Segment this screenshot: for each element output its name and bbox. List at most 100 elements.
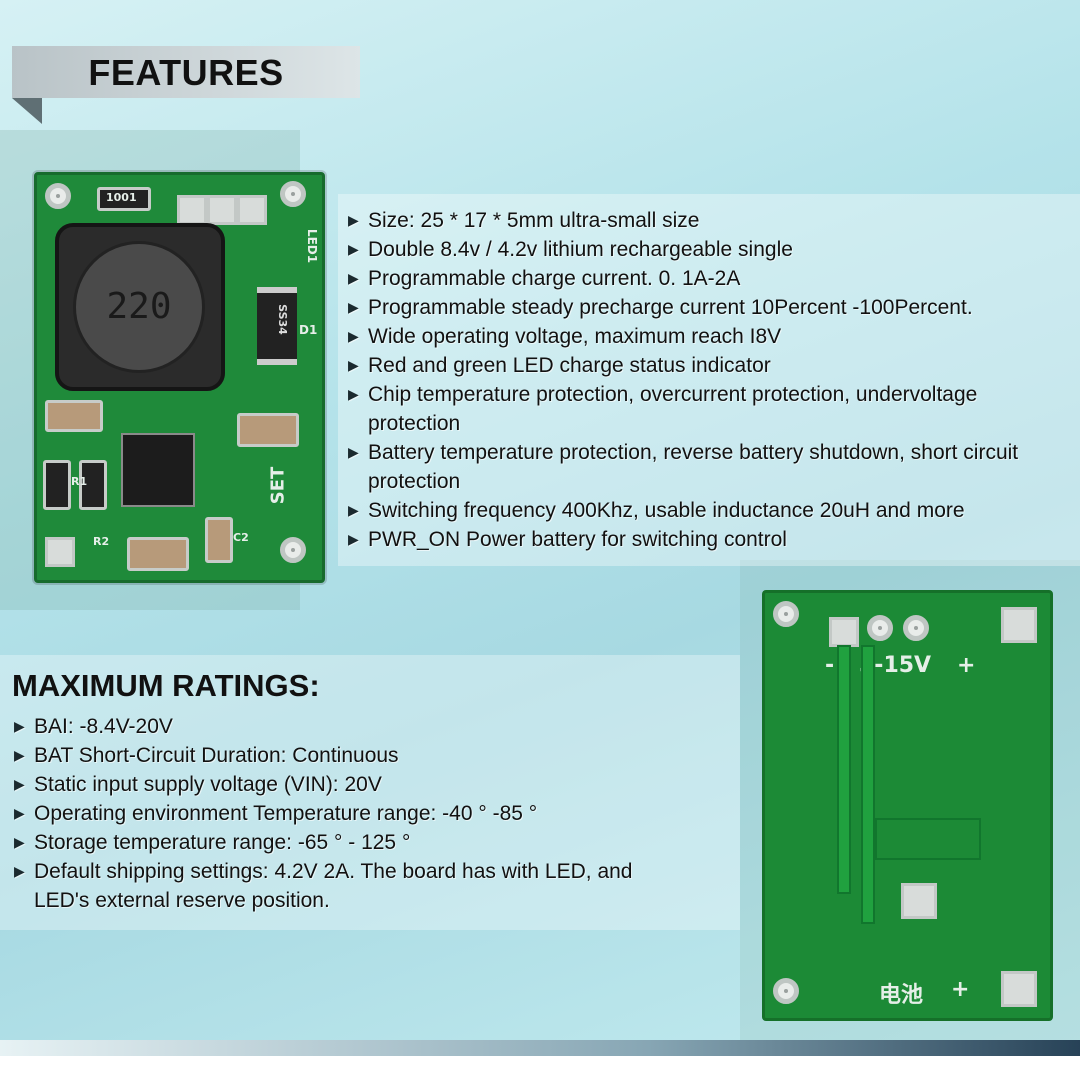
feature-item: ▶ Wide operating voltage, maximum reach I…: [346, 322, 1076, 351]
inductor-core: 220: [73, 241, 205, 373]
inductor-marking: 220: [106, 286, 172, 327]
rating-text: Static input supply voltage (VIN): 20V: [34, 773, 382, 796]
mounting-hole: [280, 181, 306, 207]
feature-item: ▶ Battery temperature protection, reverse…: [346, 438, 1028, 496]
smd-capacitor: [127, 537, 189, 571]
features-banner: FEATURES: [12, 46, 360, 98]
triangle-right-icon: ▶: [348, 299, 359, 315]
battery-label: 电池: [879, 983, 924, 1008]
feature-item: ▶ Chip temperature protection, overcurren…: [346, 380, 978, 438]
triangle-right-icon: ▶: [14, 718, 25, 734]
banner-fold: [12, 98, 42, 124]
feature-text: PWR_ON Power battery for switching contr…: [368, 528, 787, 551]
solder-pad: [1001, 971, 1037, 1007]
feature-text: Switching frequency 400Khz, usable induc…: [368, 499, 965, 522]
triangle-right-icon: ▶: [14, 834, 25, 850]
rating-text: BAT Short-Circuit Duration: Continuous: [34, 744, 399, 767]
feature-item: ▶ Red and green LED charge status indicat…: [346, 351, 1076, 380]
silk-r1: R1: [71, 475, 88, 488]
silk-led1: LED1: [305, 228, 320, 264]
mounting-hole: [280, 537, 306, 563]
feature-text: Chip temperature protection, overcurrent…: [368, 383, 978, 435]
mounting-hole: [773, 978, 799, 1004]
triangle-right-icon: ▶: [348, 270, 359, 286]
footer-strip: [0, 1056, 1080, 1080]
through-hole: [867, 615, 893, 641]
ratings-heading: MAXIMUM RATINGS:: [12, 668, 320, 703]
silk-set: SET: [267, 466, 289, 505]
diode-marking: SS34: [275, 304, 289, 335]
rating-text: BAI: -8.4V-20V: [34, 715, 173, 738]
pcb-back-image: - 5-15V + 电池 +: [762, 590, 1053, 1021]
solder-pad: [177, 195, 207, 225]
rating-text: Operating environment Temperature range:…: [34, 802, 538, 825]
feature-item: ▶ Programmable steady precharge current 1…: [346, 293, 1076, 322]
pcb-front-image: 1001 220 SS34 LED1 D1 R1 R2 C2 SET: [34, 172, 325, 583]
triangle-right-icon: ▶: [348, 386, 359, 402]
rating-item: ▶ Operating environment Temperature range…: [12, 799, 712, 828]
pcb-trace: [837, 645, 851, 894]
feature-item: ▶ Double 8.4v / 4.2v lithium rechargeable…: [346, 235, 1076, 264]
minus-label: -: [825, 653, 835, 678]
features-list: ▶ Size: 25 * 17 * 5mm ultra-small size ▶ D…: [346, 206, 1076, 554]
rating-text: Storage temperature range: -65 ° - 125 °: [34, 831, 411, 854]
triangle-right-icon: ▶: [348, 357, 359, 373]
feature-item: ▶ PWR_ON Power battery for switching cont…: [346, 525, 1076, 554]
triangle-right-icon: ▶: [14, 863, 25, 879]
footer-band: [0, 1040, 1080, 1056]
smd-capacitor: [205, 517, 233, 563]
feature-item: ▶ Switching frequency 400Khz, usable indu…: [346, 496, 1076, 525]
pcb-trace: [861, 645, 875, 924]
triangle-right-icon: ▶: [14, 805, 25, 821]
triangle-right-icon: ▶: [348, 241, 359, 257]
solder-pad: [901, 883, 937, 919]
battery-plus-label: +: [951, 977, 970, 1002]
pcb-trace: [875, 818, 981, 860]
feature-text: Double 8.4v / 4.2v lithium rechargeable …: [368, 238, 793, 261]
triangle-right-icon: ▶: [14, 776, 25, 792]
diode: SS34: [257, 287, 297, 365]
through-hole: [903, 615, 929, 641]
triangle-right-icon: ▶: [348, 531, 359, 547]
triangle-right-icon: ▶: [348, 328, 359, 344]
plus-label: +: [957, 653, 976, 678]
rating-item: ▶ Static input supply voltage (VIN): 20V: [12, 770, 712, 799]
mounting-hole: [45, 183, 71, 209]
triangle-right-icon: ▶: [348, 212, 359, 228]
mounting-hole: [773, 601, 799, 627]
rating-item: ▶ Storage temperature range: -65 ° - 125 …: [12, 828, 712, 857]
smd-resistor: 1001: [97, 187, 151, 211]
feature-item: ▶ Size: 25 * 17 * 5mm ultra-small size: [346, 206, 1076, 235]
silk-r2: R2: [93, 535, 110, 548]
feature-item: ▶Programmable charge current. 0. 1A-2A: [346, 264, 1076, 293]
smd-resistor: [79, 460, 107, 510]
silk-d1: D1: [299, 323, 318, 337]
feature-text: Wide operating voltage, maximum reach I8…: [368, 325, 782, 348]
inductor: 220: [55, 223, 225, 391]
feature-text: Programmable steady precharge current 10…: [368, 296, 973, 319]
smd-capacitor: [45, 400, 103, 432]
rating-text: Default shipping settings: 4.2V 2A. The …: [34, 860, 633, 912]
rating-item: ▶ Default shipping settings: 4.2V 2A. The…: [12, 857, 684, 915]
ratings-panel: [0, 655, 740, 930]
smd-resistor: [43, 460, 71, 510]
solder-pad: [237, 195, 267, 225]
rating-item: ▶ BAI: -8.4V-20V: [12, 712, 712, 741]
smd-capacitor: [237, 413, 299, 447]
ratings-list: ▶ BAI: -8.4V-20V ▶ BAT Short-Circuit Durat…: [12, 712, 712, 915]
solder-pad: [829, 617, 859, 647]
features-panel: [338, 194, 1080, 566]
feature-text: Red and green LED charge status indicato…: [368, 354, 771, 377]
feature-text: Battery temperature protection, reverse …: [368, 441, 1019, 493]
silk-c2: C2: [233, 531, 249, 544]
solder-pad: [1001, 607, 1037, 643]
triangle-right-icon: ▶: [14, 747, 25, 763]
resistor-marking: 1001: [106, 191, 137, 204]
feature-text: Size: 25 * 17 * 5mm ultra-small size: [368, 209, 700, 232]
solder-pad: [207, 195, 237, 225]
triangle-right-icon: ▶: [348, 444, 359, 460]
rating-item: ▶ BAT Short-Circuit Duration: Continuous: [12, 741, 712, 770]
features-title: FEATURES: [88, 52, 284, 93]
triangle-right-icon: ▶: [348, 502, 359, 518]
ic-chip: [121, 433, 195, 507]
